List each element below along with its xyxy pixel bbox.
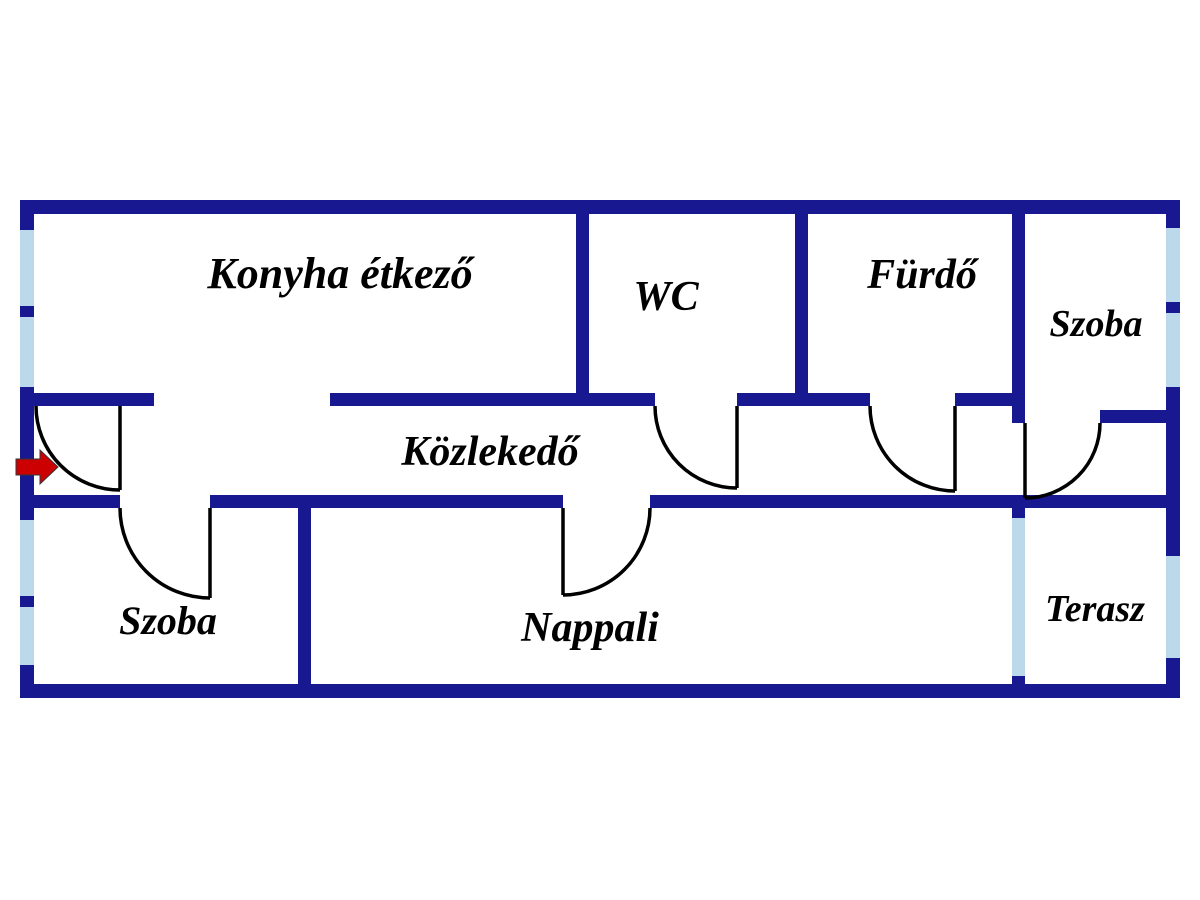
wc-door-arc [653, 405, 738, 490]
room-label-furdo: Fürdő [866, 252, 980, 298]
room-topright-door-arc [1024, 422, 1102, 500]
window-right-top-1 [1166, 228, 1180, 302]
entrance-right-arrow-icon [15, 448, 59, 486]
wall-corridor-bottom-c [650, 495, 1166, 508]
wall-bottom [20, 684, 1180, 698]
window-right-top-2 [1166, 313, 1180, 387]
door-swings [34, 405, 1102, 600]
window-left-top-1 [20, 230, 34, 306]
wall-wc-bath-divider [795, 200, 808, 406]
windows [20, 228, 1180, 676]
bath-door-arc [868, 405, 956, 493]
window-left-bottom-1 [20, 520, 34, 596]
wall-corridor-top-b [330, 393, 576, 406]
room-label-szoba-also: Szoba [119, 598, 217, 643]
wall-top [20, 200, 1180, 214]
wall-bath-bottom-left [808, 393, 870, 406]
window-left-top-2 [20, 317, 34, 387]
window-right-bottom [1166, 556, 1180, 658]
room-label-terasz: Terasz [1045, 588, 1145, 630]
wall-bath-bottom-right [955, 393, 1012, 406]
living-door-arc [562, 507, 652, 597]
window-left-bottom-2 [20, 607, 34, 665]
wall-bath-room-divider [1012, 200, 1025, 423]
room-label-wc: WC [633, 274, 699, 320]
room-bottomleft-door-arc [118, 507, 211, 600]
wall-corridor-top-a [34, 393, 154, 406]
room-label-konyha-etkezo: Konyha étkező [206, 249, 475, 298]
wall-room-topright-bottom [1100, 410, 1166, 423]
wall-corridor-bottom-a [34, 495, 120, 508]
room-label-szoba-felso: Szoba [1050, 303, 1143, 345]
window-terrace-divider [1012, 518, 1025, 676]
wall-wc-bottom-left [589, 393, 655, 406]
wall-corridor-bottom-b [210, 495, 563, 508]
wall-room-living-divider [298, 495, 311, 684]
room-labels: Konyha étkező WC Fürdő Szoba Közlekedő S… [119, 249, 1145, 651]
room-label-kozlekedo: Közlekedő [400, 429, 581, 475]
entrance-door-arc [34, 405, 121, 492]
room-label-nappali: Nappali [520, 605, 659, 651]
wall-kitchen-wc-divider [576, 200, 589, 406]
wall-wc-bottom-right [737, 393, 795, 406]
